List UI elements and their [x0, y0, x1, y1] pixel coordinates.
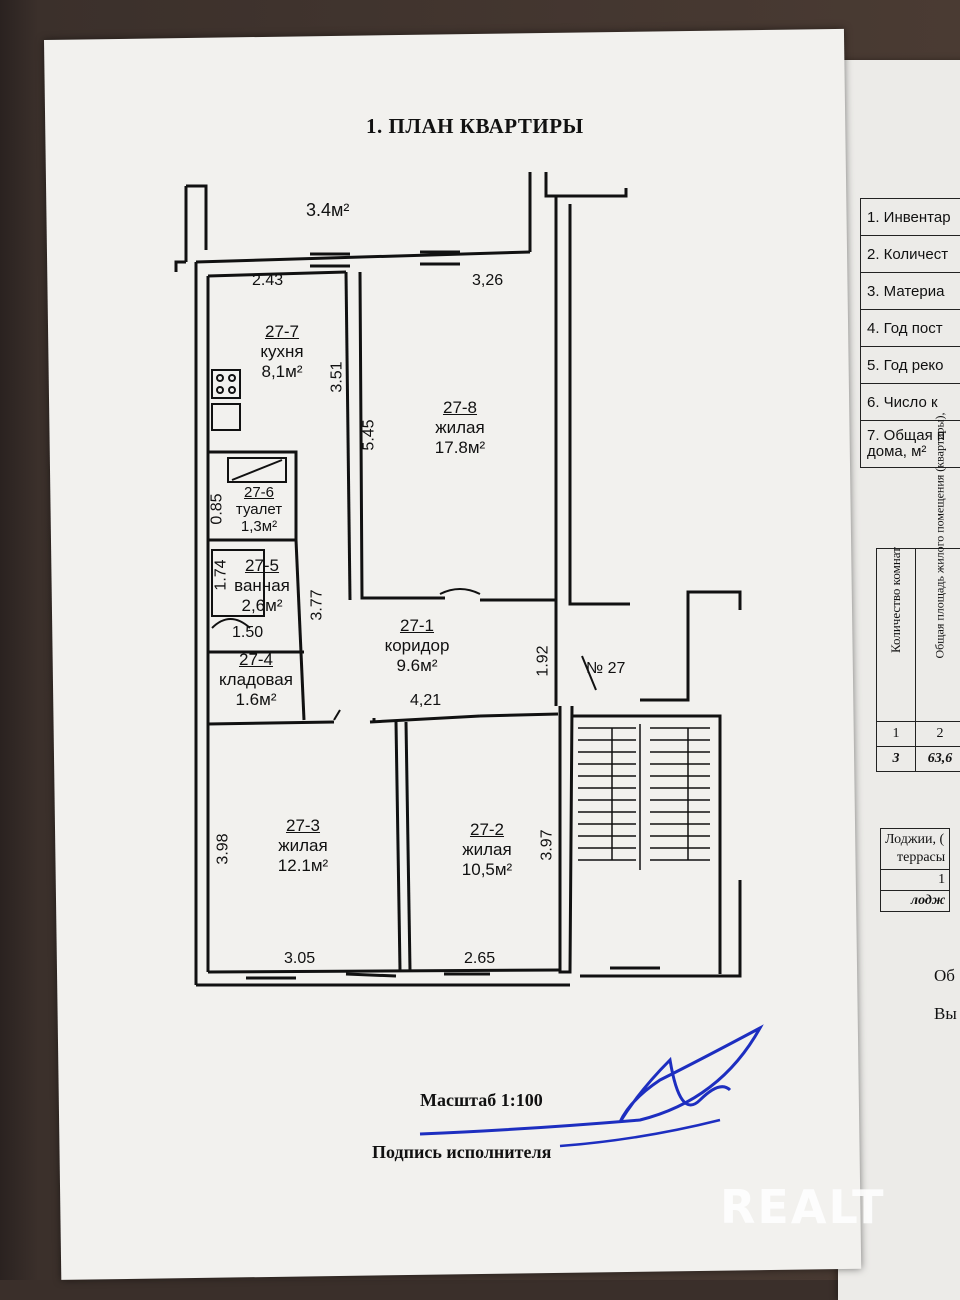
watermark-logo: REALT — [720, 1180, 886, 1234]
table-cell: Лоджии, ( террасы — [881, 829, 950, 870]
table-cell: 1. Инвентар — [861, 199, 960, 236]
table-cell: 63,6 — [916, 747, 960, 772]
table-header: Общая площадь жилого помещения (квартиры… — [933, 612, 948, 658]
table-cell: лодж — [881, 891, 950, 912]
table-cell: 4. Год пост — [861, 310, 960, 347]
table-header: Лоджии, ( — [885, 831, 945, 849]
table-cell: 3 — [877, 747, 916, 772]
loggia-table: Лоджии, ( террасы 1 лодж — [880, 828, 950, 912]
right-text: Вы — [934, 1004, 957, 1024]
table-cell: 1 — [877, 722, 916, 747]
table-cell: 2 — [916, 722, 960, 747]
right-text: Об — [934, 966, 955, 986]
table-cell: 5. Год реко — [861, 347, 960, 384]
table-cell: 1 — [881, 870, 950, 891]
table-cell: 3. Материа — [861, 273, 960, 310]
rooms-summary-table: Количество комнат Общая площадь жилого п… — [876, 548, 960, 772]
table-cell: 2. Количест — [861, 236, 960, 273]
table-header: Количество комнат — [888, 617, 904, 653]
table-header: террасы — [885, 849, 945, 867]
